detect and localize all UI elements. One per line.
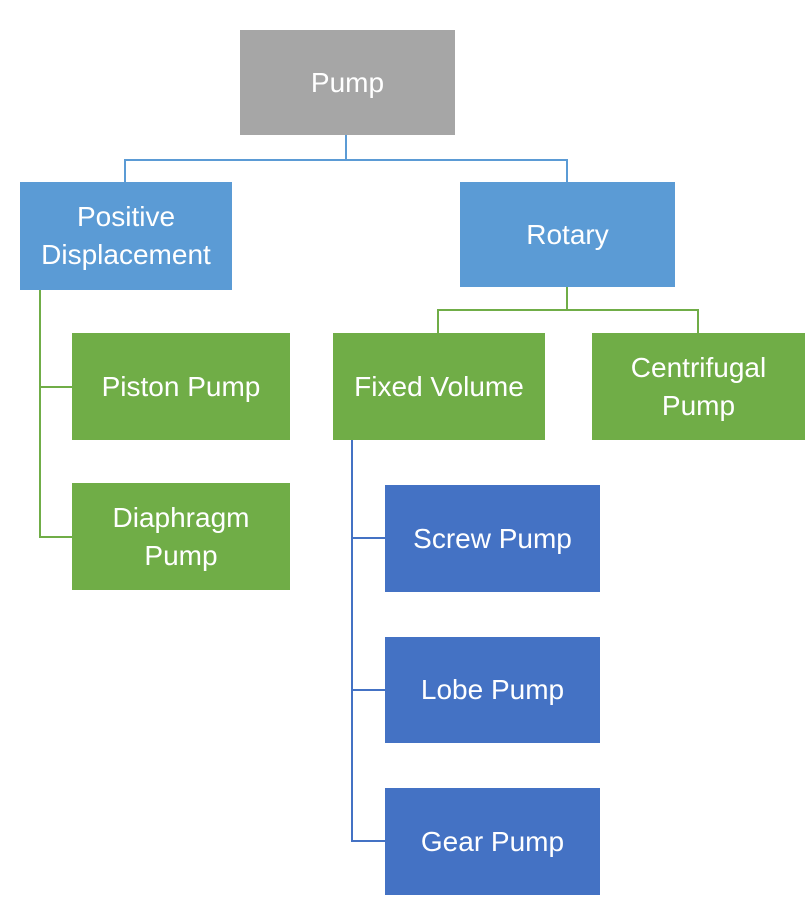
connector-gear-stub [351, 840, 386, 842]
node-fixed-volume: Fixed Volume [333, 333, 545, 440]
connector-positive-displacement-vertical [39, 290, 41, 538]
node-rotary: Rotary [460, 182, 675, 287]
connector-rotary-horizontal [437, 309, 699, 311]
node-pump: Pump [240, 30, 455, 135]
node-positive-displacement: Positive Displacement [20, 182, 232, 290]
node-piston-pump: Piston Pump [72, 333, 290, 440]
connector-screw-stub [351, 537, 386, 539]
connector-level2-horizontal [124, 159, 568, 161]
node-screw-pump: Screw Pump [385, 485, 600, 592]
node-centrifugal-pump: Centrifugal Pump [592, 333, 805, 440]
connector-centrifugal-stem [697, 309, 699, 334]
connector-piston-stub [39, 386, 73, 388]
connector-positive-displacement-stem [124, 159, 126, 183]
connector-lobe-stub [351, 689, 386, 691]
node-diaphragm-pump: Diaphragm Pump [72, 483, 290, 590]
connector-rotary-stem [566, 159, 568, 183]
connector-diaphragm-stub [39, 536, 73, 538]
node-gear-pump: Gear Pump [385, 788, 600, 895]
connector-rotary-down [566, 287, 568, 310]
connector-fixed-volume-stem [437, 309, 439, 334]
connector-fixed-volume-vertical [351, 440, 353, 842]
connector-pump-stem [345, 135, 347, 161]
node-lobe-pump: Lobe Pump [385, 637, 600, 743]
